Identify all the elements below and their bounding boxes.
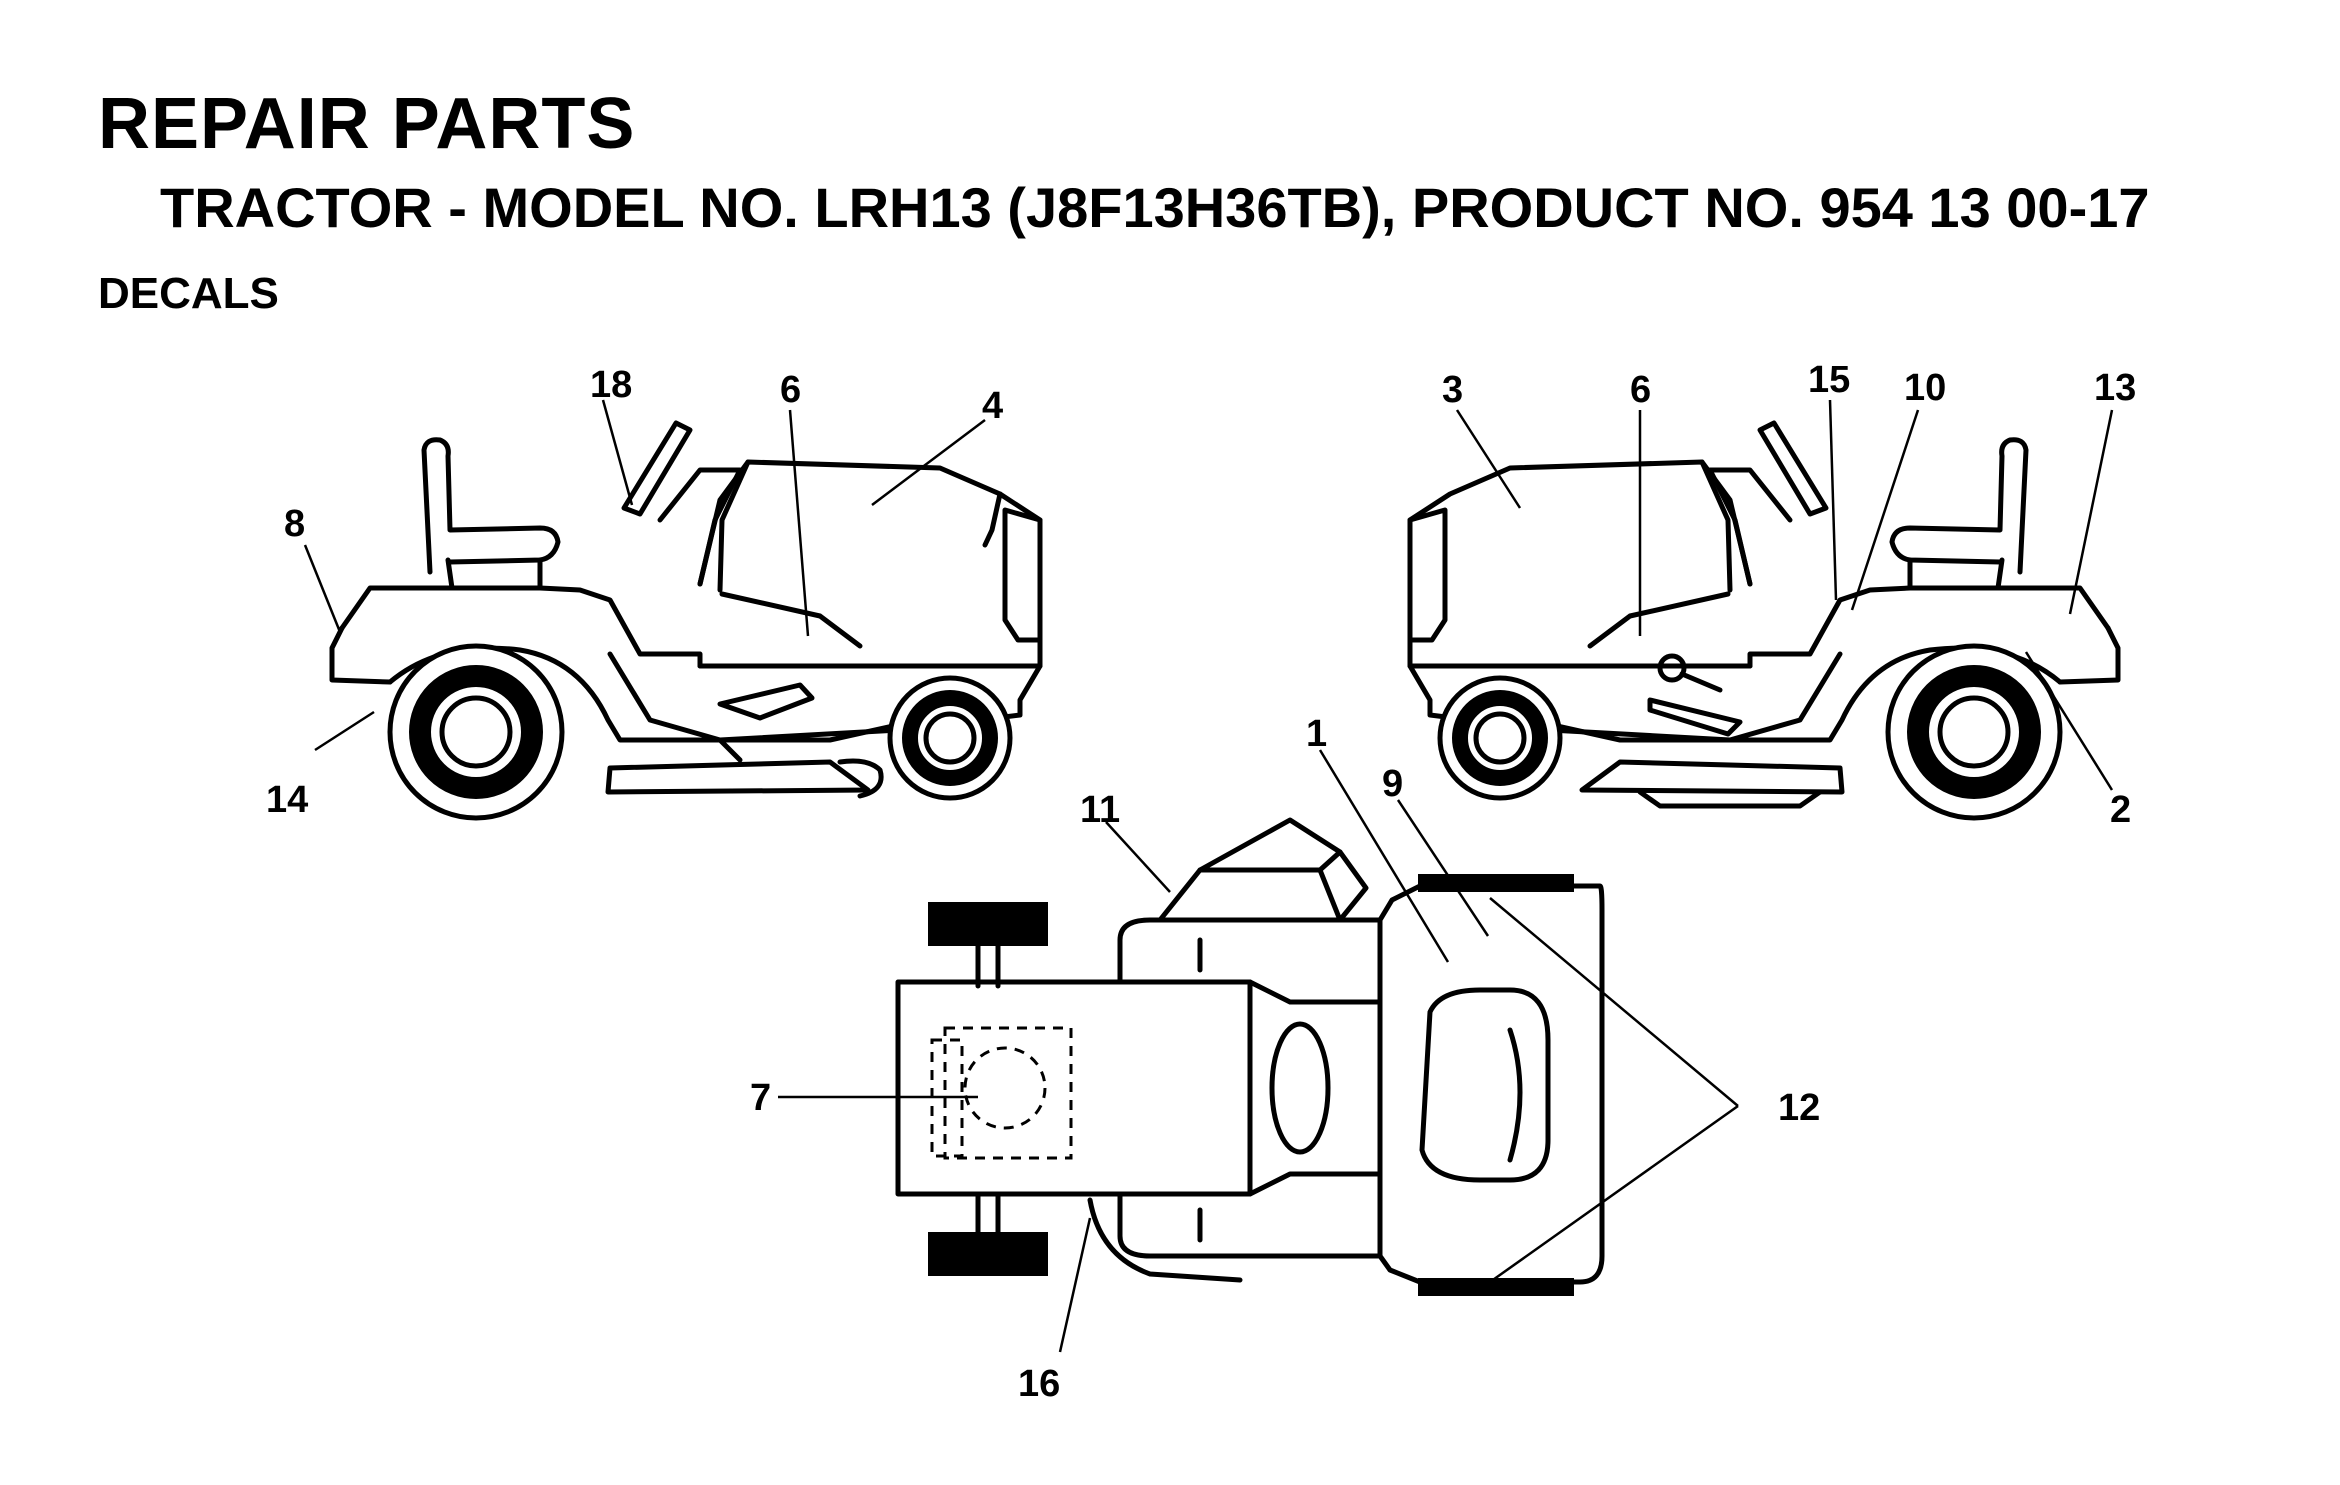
callout-6-left: 6 (780, 369, 801, 411)
callout-13: 13 (2094, 367, 2136, 409)
page-subtitle: TRACTOR - MODEL NO. LRH13 (J8F13H36TB), … (160, 176, 2150, 239)
callout-7: 7 (750, 1077, 771, 1119)
callout-16: 16 (1018, 1363, 1060, 1405)
page-title: REPAIR PARTS (98, 84, 636, 164)
callout-6-right: 6 (1630, 369, 1651, 411)
tractor-top-view (895, 817, 1605, 1296)
callout-2: 2 (2110, 789, 2131, 831)
callout-9: 9 (1382, 763, 1403, 805)
callout-15: 15 (1808, 359, 1850, 401)
section-title: DECALS (98, 269, 279, 318)
callout-18: 18 (590, 364, 632, 406)
callout-12: 12 (1778, 1087, 1820, 1129)
tractor-right-side-view (1407, 420, 2121, 821)
callout-labels: 18 6 4 8 14 3 6 15 10 13 2 1 9 11 12 7 1… (266, 359, 2136, 1405)
tractor-left-side-view (329, 420, 1043, 821)
callout-8: 8 (284, 503, 305, 545)
leader-lines (303, 399, 2114, 1353)
callout-4: 4 (982, 385, 1003, 427)
callout-3: 3 (1442, 369, 1463, 411)
callout-1: 1 (1306, 713, 1327, 755)
callout-10: 10 (1904, 367, 1946, 409)
callout-11: 11 (1080, 789, 1120, 831)
callout-14: 14 (266, 779, 308, 821)
